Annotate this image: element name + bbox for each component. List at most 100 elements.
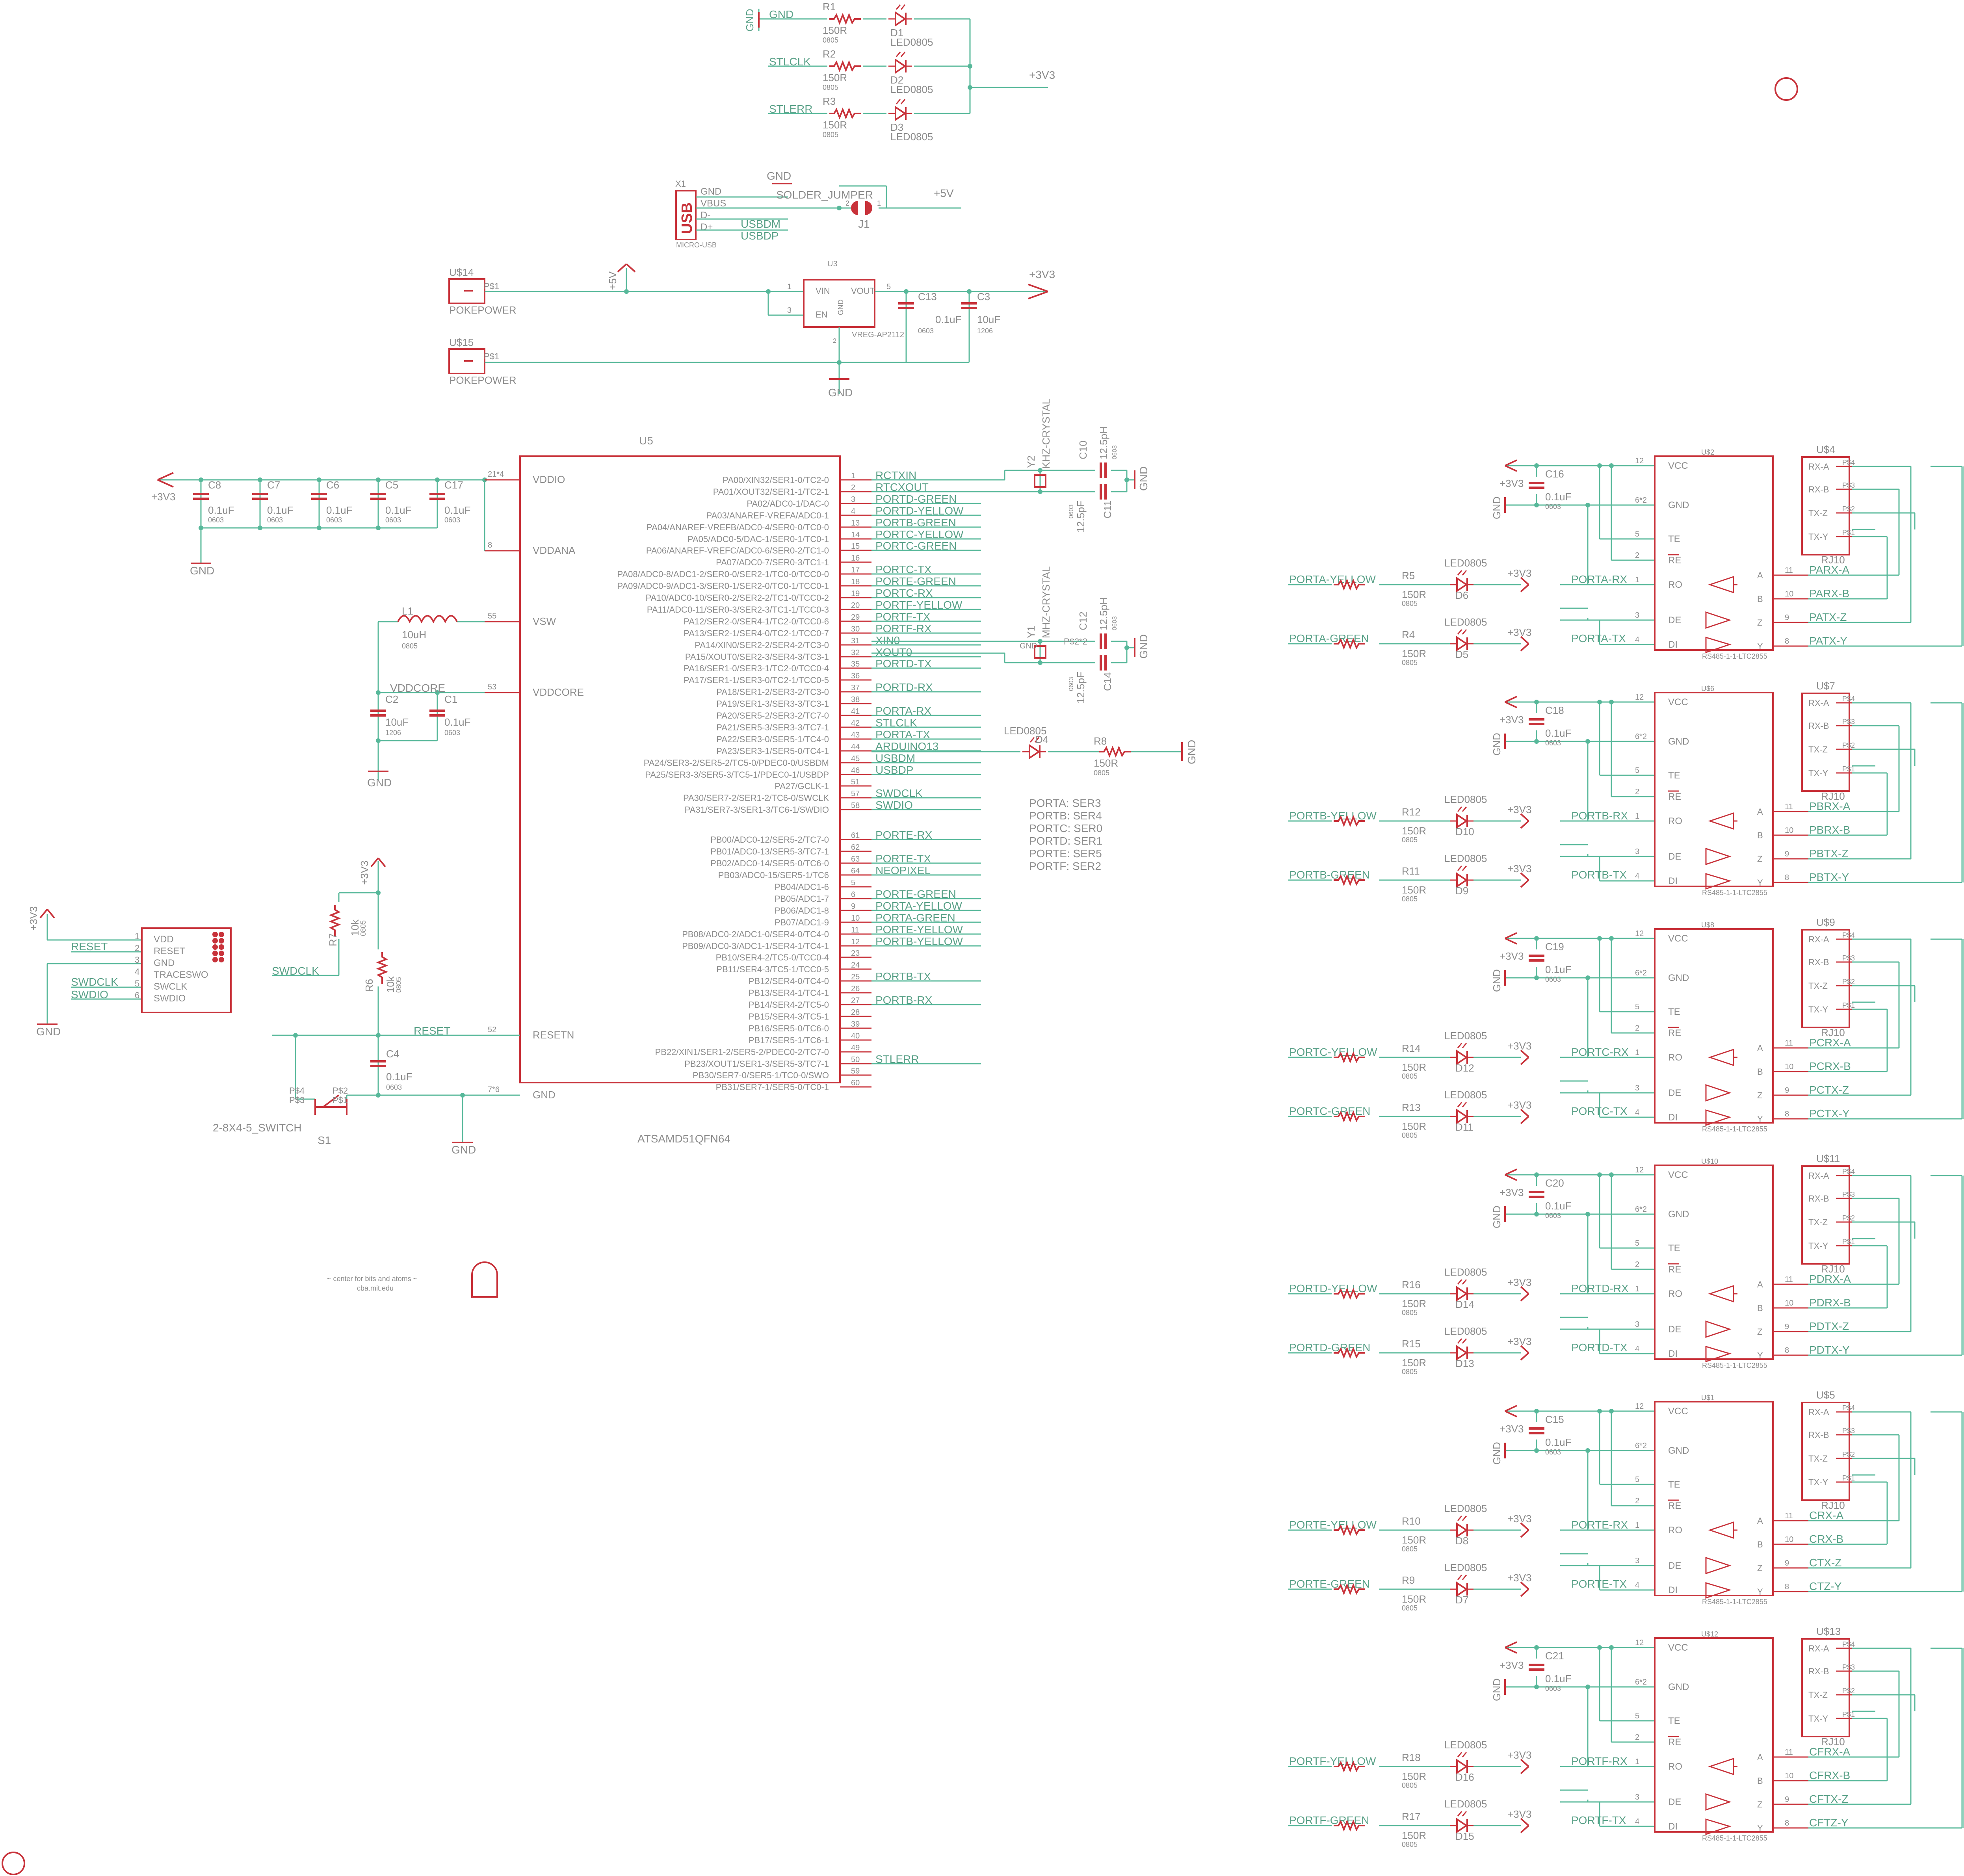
swd-pin-label: SWCLK [154, 981, 187, 992]
conn-pin-num: P$4 [1842, 1640, 1855, 1648]
cap-pkg: 0603 [326, 516, 342, 524]
conn-pin-num: P$1 [1842, 1711, 1855, 1718]
pin-label: PB23/XOUT1/SER1-3/SER5-3/TC7-1 [684, 1059, 829, 1069]
net-usbdp: USBDP [741, 230, 779, 242]
pin-number: 8 [1785, 1583, 1789, 1591]
net-rx: PORTE-RX [1571, 1519, 1628, 1531]
cap-ref: C2 [385, 693, 398, 705]
pp-ref: U$15 [449, 336, 474, 348]
cap-ref: C7 [267, 479, 280, 491]
credit-line-2: cba.mit.edu [357, 1284, 394, 1292]
res-pkg: 0805 [1402, 1841, 1418, 1848]
usb-connector [675, 190, 697, 240]
rail-label: +3V3 [359, 861, 370, 885]
chip-part: RS485-1-1-LTC2855 [1702, 1361, 1767, 1369]
pin-label: DE [1668, 1324, 1681, 1335]
net-rx: PORTB-RX [1571, 810, 1628, 822]
pin-number: 27 [851, 996, 860, 1005]
pin-label: DI [1668, 1348, 1678, 1359]
conn-pin-label: TX-Y [1808, 768, 1828, 778]
res-pkg: 0805 [1094, 769, 1109, 777]
cap-value: 0.1uF [386, 1071, 412, 1083]
pin-number: 60 [851, 1079, 860, 1087]
rj10-connector [1801, 929, 1850, 1028]
pin-label: DI [1668, 1112, 1678, 1123]
cap-ref: C19 [1545, 941, 1564, 953]
pin-number: 5 [1635, 1712, 1639, 1720]
bus-net: PCTX-Y [1809, 1107, 1850, 1120]
led-pkg: LED0805 [1444, 1030, 1487, 1042]
rs485-port-portb: +3V3GND+3V3+3V3C180.1uF0603U$6RS485-1-1-… [1288, 680, 1964, 903]
pin-number: 9 [1785, 850, 1789, 858]
cap-pkg: 0603 [208, 516, 224, 524]
conn-part: RJ10 [1821, 790, 1845, 802]
conn-pin-label: RX-B [1808, 721, 1829, 731]
gnd-label: GND [1491, 969, 1503, 992]
bus-net: CRX-A [1809, 1509, 1843, 1521]
pin-number: 8 [488, 541, 492, 550]
pin-label: PA05/ADC0-5/DAC-1/SER0-1/TC0-1 [687, 534, 829, 544]
capacitor [1101, 633, 1106, 649]
pin-number: 17 [851, 566, 860, 574]
usb-gnd-label: GND [767, 170, 791, 182]
led-diode [1449, 1101, 1474, 1124]
pin-label: PB31/SER7-1/SER5-0/TC0-1 [716, 1082, 829, 1092]
pin-number: 25 [851, 973, 860, 981]
pin-label: PA25/SER3-3/SER5-3/TC5-1/PDEC0-1/USBDP [645, 770, 829, 780]
conn-pin-label: TX-Y [1808, 1005, 1828, 1014]
led-ref: D3 [890, 121, 903, 133]
led-pkg: LED0805 [1444, 1089, 1487, 1101]
net-label: SWDCLK [875, 787, 923, 799]
resistor [829, 62, 861, 70]
conn-pin-label: RX-A [1808, 1171, 1829, 1181]
conn-ref: U$9 [1816, 916, 1835, 928]
pin-label: VDDCORE [533, 686, 584, 698]
net-label: PORTE-GREEN [875, 888, 956, 900]
pin-number: 6*2 [1635, 496, 1647, 505]
led-diode [1449, 629, 1474, 651]
net-label: PORTE-YELLOW [875, 923, 963, 936]
pin-label: PA22/SER3-0/SER5-1/TC4-0 [716, 734, 829, 744]
pin-number: 4 [851, 507, 855, 516]
res-value: 150R [1402, 1357, 1426, 1369]
pin-label: PA04/ANAREF-VREFB/ADC0-4/SER0-0/TC0-0 [647, 522, 829, 532]
pp-pin: P$1 [484, 281, 499, 291]
conn-pin-label: TX-Y [1808, 532, 1828, 542]
rs485-port-portd: +3V3GND+3V3+3V3C200.1uF0603U$10RS485-1-1… [1288, 1153, 1964, 1376]
cap-ref: C15 [1545, 1414, 1564, 1425]
cap-value: 0.1uF [444, 716, 471, 728]
cap-value: 0.1uF [1545, 1436, 1572, 1448]
pin-label: VDDIO [533, 474, 565, 485]
net-label: PORTA-TX [875, 728, 930, 741]
pin-number: 59 [851, 1067, 860, 1075]
pin-label: PB30/SER7-0/SER5-1/TC0-0/SWO [693, 1070, 829, 1080]
pin-label: Y [1757, 878, 1763, 888]
conn-part: RJ10 [1821, 1499, 1845, 1511]
rail-label: +3V3 [1507, 804, 1531, 815]
pin-label: GND [1668, 736, 1689, 747]
net-tx: PORTD-TX [1571, 1341, 1628, 1354]
vreg-n3: 3 [787, 306, 792, 315]
swd-pin-num: 1 [135, 931, 139, 941]
pin-number: 51 [851, 778, 860, 786]
pin-number: 57 [851, 789, 860, 798]
power-led-row-1: GND R1 150R 0805 D1 LED0805 [769, 1, 933, 48]
pin-number: 11 [1785, 1275, 1793, 1284]
bus-net: PDTX-Y [1809, 1344, 1850, 1356]
pin-label: PA07/ADC0-7/SER0-3/TC1-1 [716, 557, 829, 567]
pin-number: 2 [1635, 1497, 1639, 1505]
res-ref: R15 [1402, 1338, 1421, 1350]
pin-label: A [1757, 1043, 1763, 1053]
pin-label: RE [1668, 1737, 1681, 1748]
net-rx: PORTD-RX [1571, 1282, 1629, 1295]
res-ref: R6 [363, 979, 375, 992]
res-pkg: 0805 [823, 36, 838, 44]
res-pkg: 0805 [1402, 1604, 1418, 1612]
net-label: PORTB-GREEN [875, 516, 956, 529]
pin-number: 3 [1635, 1557, 1639, 1565]
conn-pin-num: P$3 [1842, 1663, 1855, 1671]
net-led: PORTB-YELLOW [1289, 810, 1377, 822]
cap-ref: C13 [918, 291, 937, 303]
pin-label: GND [1668, 1209, 1689, 1220]
net-label: USBDP [875, 764, 913, 776]
